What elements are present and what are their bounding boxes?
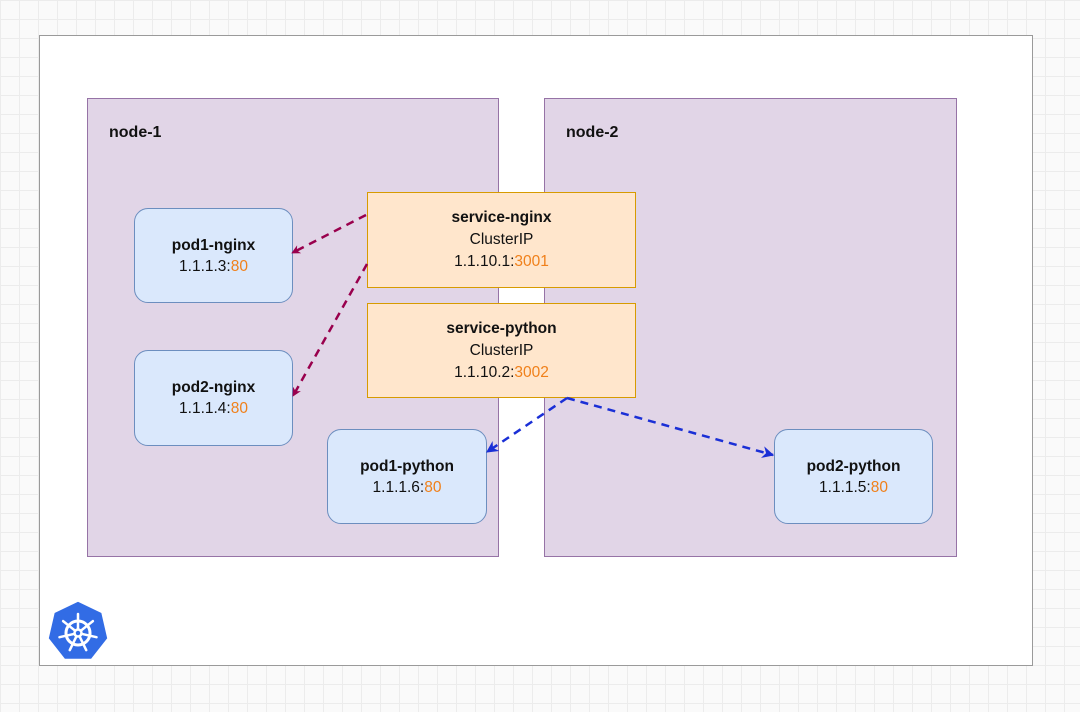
service-address: 1.1.10.2:3002: [454, 362, 549, 384]
pod-port: 80: [870, 478, 888, 496]
pod2-nginx-box[interactable]: pod2-nginx 1.1.1.4:80: [134, 350, 293, 446]
kubernetes-logo-icon: [47, 600, 109, 661]
arrow-service-nginx-to-pod2-nginx: [291, 263, 369, 397]
pod-name: pod1-nginx: [171, 236, 256, 254]
pod-port: 80: [230, 257, 248, 275]
service-name: service-nginx: [451, 209, 552, 226]
pod-address: 1.1.1.6:80: [373, 477, 442, 498]
pod-name: pod2-python: [806, 457, 901, 475]
pod-ip: 1.1.1.4:: [179, 400, 231, 417]
service-nginx-box[interactable]: service-nginx ClusterIP 1.1.10.1:3001: [367, 192, 636, 288]
pod-port: 80: [230, 400, 248, 417]
service-python-box[interactable]: service-python ClusterIP 1.1.10.2:3002: [367, 303, 636, 398]
pod-name: pod2-nginx: [171, 379, 256, 396]
node-2-label: node-2: [566, 124, 619, 141]
service-ip: 1.1.10.1:: [454, 253, 515, 270]
pod-address: 1.1.1.4:80: [179, 398, 248, 419]
arrow-service-nginx-to-pod1-nginx: [291, 213, 367, 255]
arrow-service-python-to-pod2-python: [566, 396, 775, 458]
pod-ip: 1.1.1.5:: [819, 478, 871, 496]
pod2-python-box[interactable]: pod2-python 1.1.1.5:80: [774, 429, 933, 524]
service-address: 1.1.10.1:3001: [454, 251, 549, 273]
pod-name: pod1-python: [360, 457, 454, 475]
service-ip: 1.1.10.2:: [454, 363, 515, 381]
service-port: 3001: [514, 253, 549, 270]
pod-port: 80: [424, 478, 442, 496]
pod-ip: 1.1.1.6:: [372, 478, 425, 496]
arrow-service-python-to-pod1-python: [486, 396, 568, 454]
pod1-python-box[interactable]: pod1-python 1.1.1.6:80: [327, 429, 487, 524]
pod-ip: 1.1.1.3:: [179, 257, 231, 275]
service-type: ClusterIP: [469, 341, 534, 359]
pod1-nginx-box[interactable]: pod1-nginx 1.1.1.3:80: [134, 208, 293, 303]
pod-address: 1.1.1.3:80: [179, 256, 248, 277]
service-name: service-python: [446, 319, 557, 337]
service-type: ClusterIP: [469, 231, 534, 248]
service-port: 3002: [514, 363, 549, 381]
node-1-label: node-1: [109, 124, 162, 141]
pod-address: 1.1.1.5:80: [819, 477, 888, 498]
